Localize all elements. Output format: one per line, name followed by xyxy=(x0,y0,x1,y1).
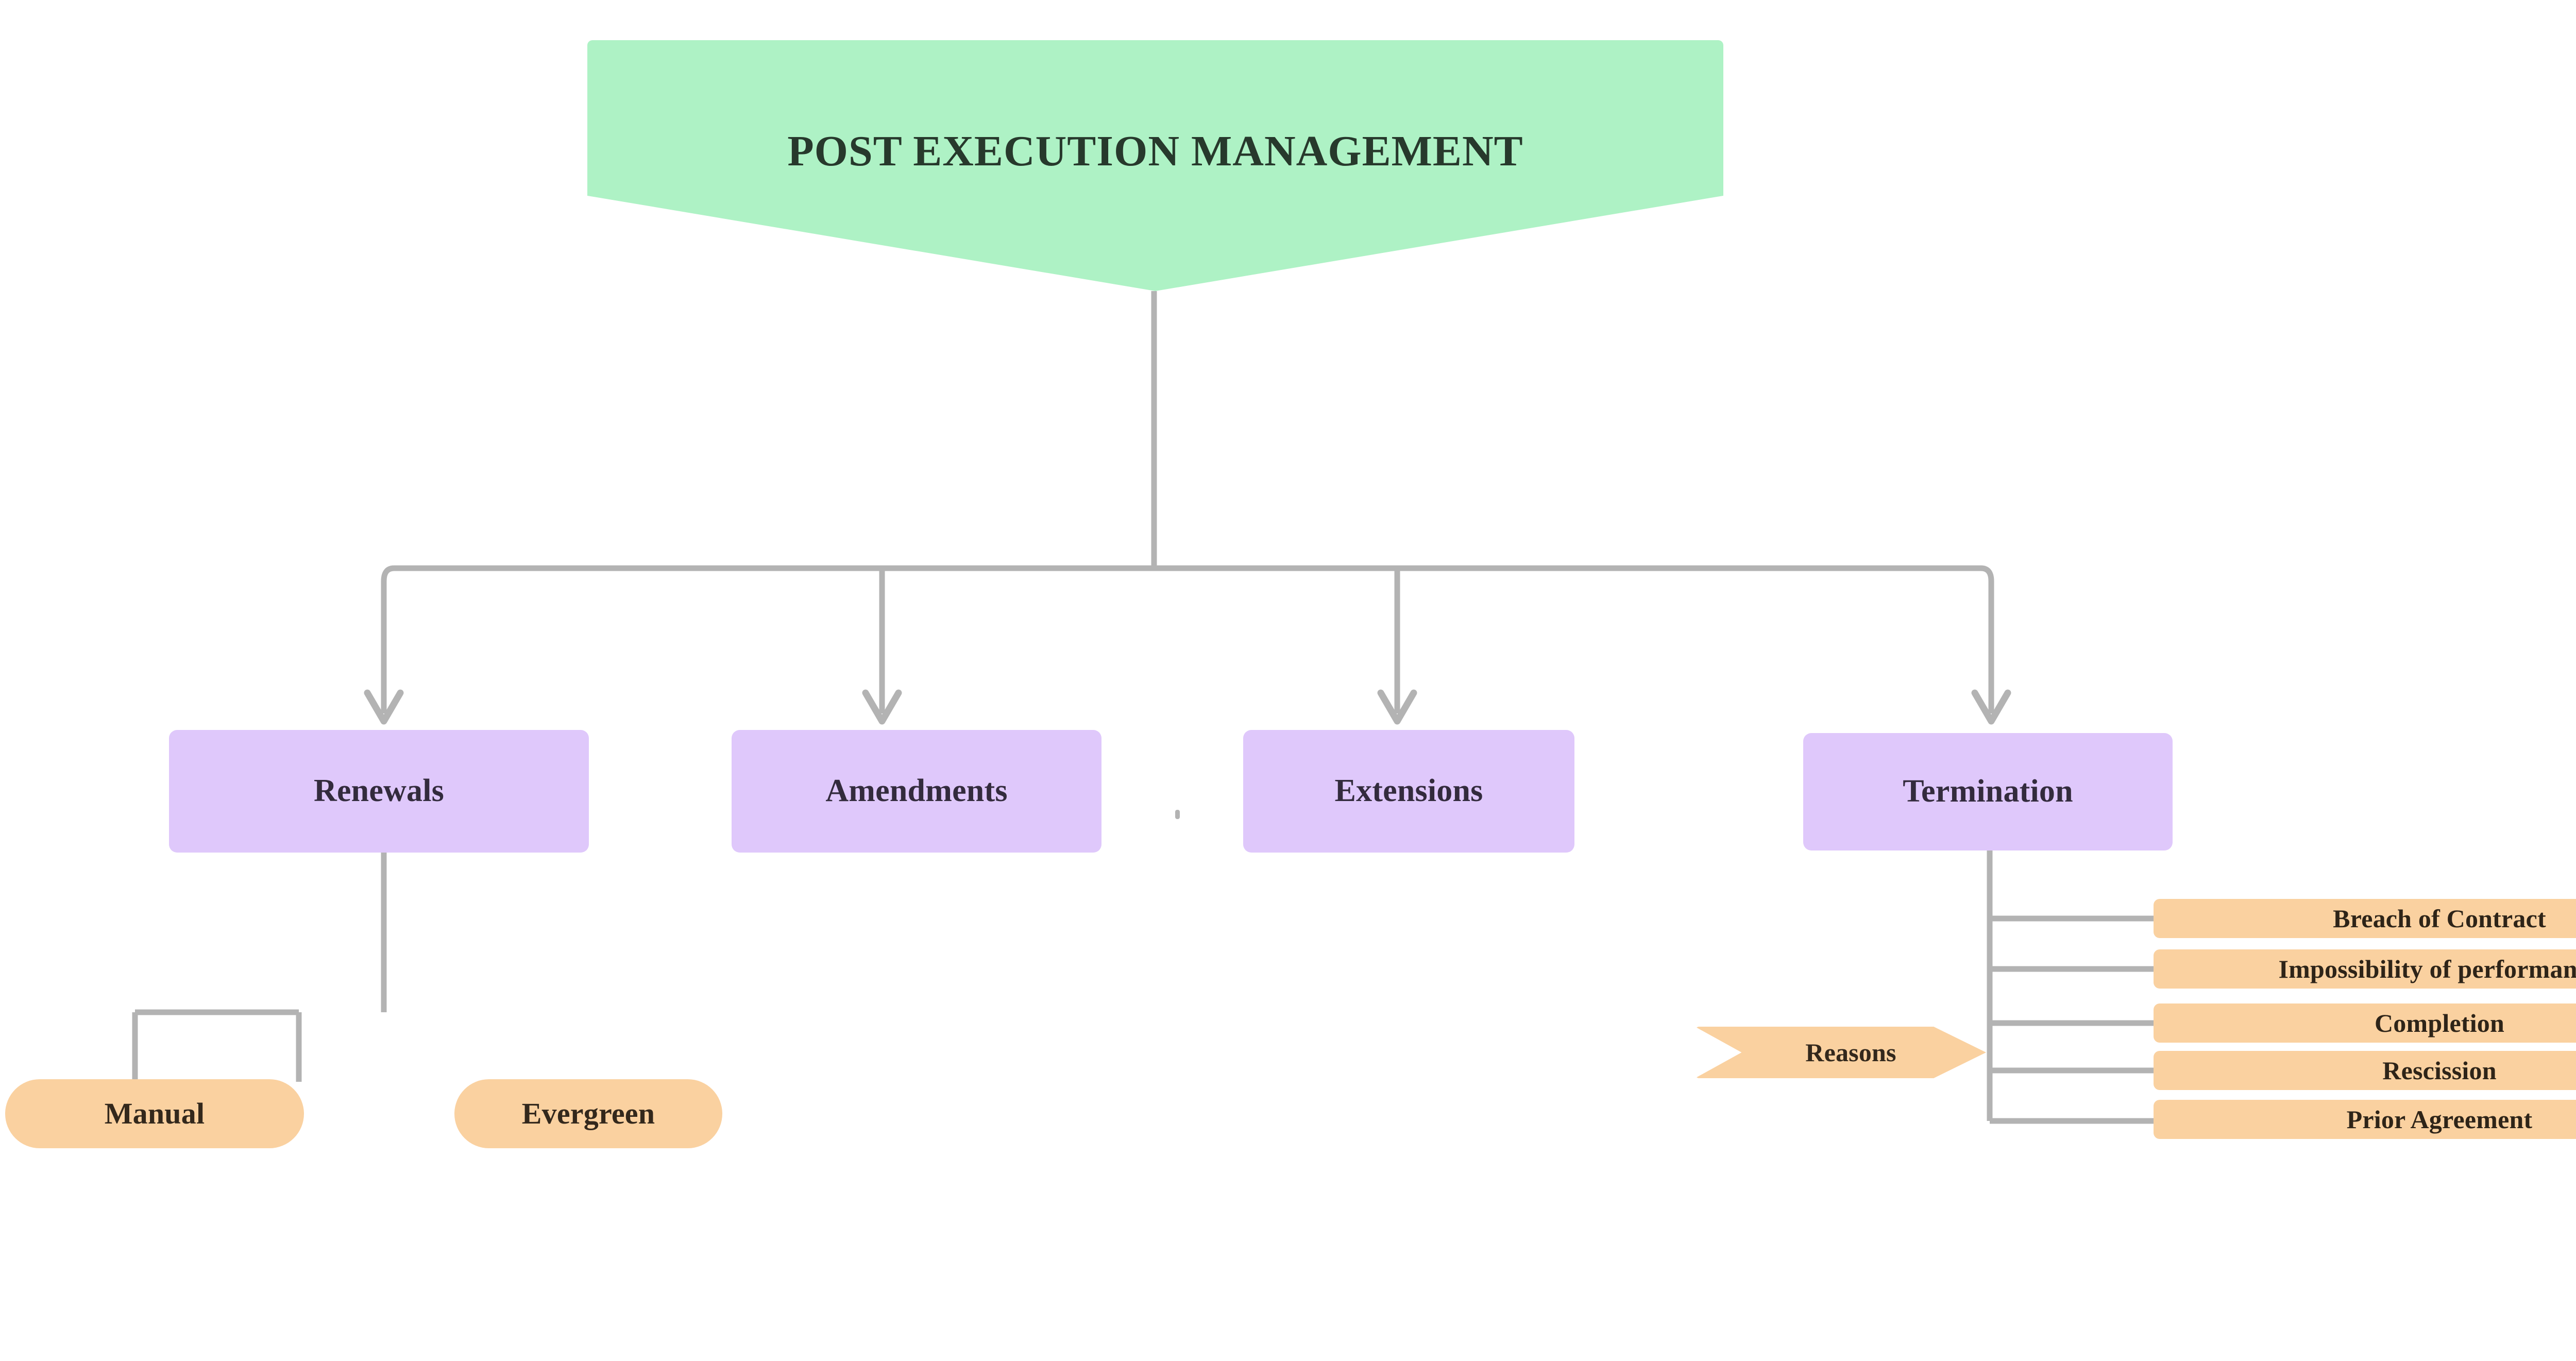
node-evergreen-label: Evergreen xyxy=(521,1096,655,1130)
node-amendments[interactable]: Amendments xyxy=(732,730,1101,853)
node-manual-label: Manual xyxy=(104,1096,205,1130)
node-completion-label: Completion xyxy=(2375,1008,2504,1037)
arrowhead-renewals xyxy=(364,689,404,725)
node-reasons-label: Reasons xyxy=(1805,1037,1896,1067)
arrowhead-extensions xyxy=(1377,689,1417,725)
node-prior-agreement-label: Prior Agreement xyxy=(2346,1104,2533,1134)
node-termination[interactable]: Termination xyxy=(1803,733,2173,850)
node-prior-agreement[interactable]: Prior Agreement xyxy=(2154,1100,2576,1139)
node-termination-label: Termination xyxy=(1903,774,2073,809)
node-extensions-label: Extensions xyxy=(1334,773,1483,809)
node-extensions[interactable]: Extensions xyxy=(1243,730,1574,853)
node-breach-of-contract[interactable]: Breach of Contract xyxy=(2154,899,2576,938)
arrowhead-amendments xyxy=(862,689,902,725)
node-amendments-label: Amendments xyxy=(825,773,1008,809)
wire-renewals-branch xyxy=(381,565,395,713)
stray-dot-artifact xyxy=(1175,810,1180,819)
node-manual[interactable]: Manual xyxy=(5,1079,304,1148)
node-renewals-label: Renewals xyxy=(313,773,445,809)
node-rescission-label: Rescission xyxy=(2382,1056,2497,1085)
node-renewals[interactable]: Renewals xyxy=(169,730,589,853)
arrowhead-termination xyxy=(1971,689,2011,725)
node-rescission[interactable]: Rescission xyxy=(2154,1051,2576,1090)
node-reasons-marker[interactable]: Reasons xyxy=(1695,1027,1986,1078)
node-post-execution-management[interactable]: POST EXECUTION MANAGEMENT xyxy=(587,40,1723,291)
wire-termination-branch xyxy=(1980,565,1994,713)
node-completion[interactable]: Completion xyxy=(2154,1003,2576,1043)
node-breach-of-contract-label: Breach of Contract xyxy=(2333,904,2546,933)
node-impossibility-of-performance-label: Impossibility of performance xyxy=(2278,954,2576,983)
node-evergreen[interactable]: Evergreen xyxy=(454,1079,722,1148)
chevron-right-shape xyxy=(1695,1027,1986,1078)
node-impossibility-of-performance[interactable]: Impossibility of performance xyxy=(2154,949,2576,989)
root-node-label: POST EXECUTION MANAGEMENT xyxy=(787,127,1523,175)
